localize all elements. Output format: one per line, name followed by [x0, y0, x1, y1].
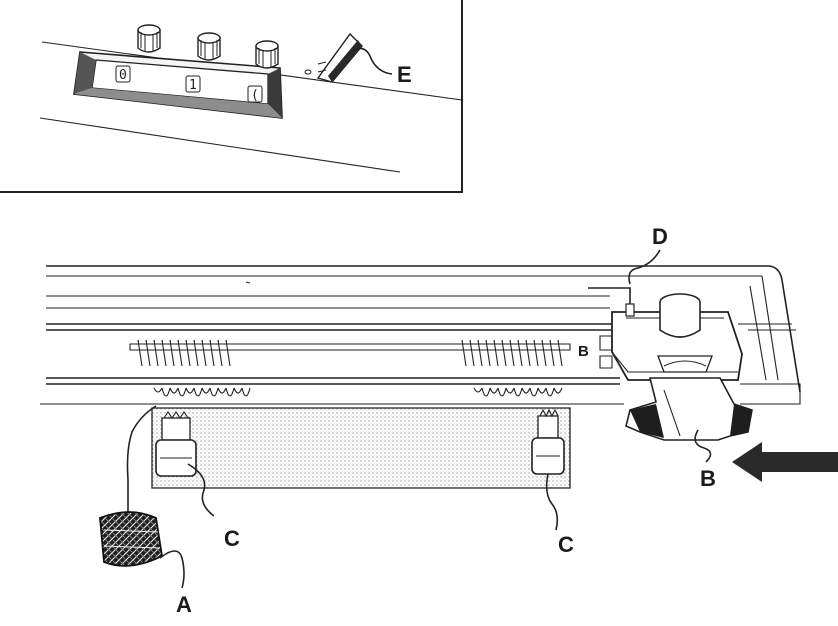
- leader-line-d: [628, 249, 661, 285]
- dial-center-box: [185, 75, 201, 93]
- leader-line-b: [694, 429, 712, 463]
- dial-center-digit: 1: [189, 78, 197, 93]
- label-b-needle-bed: B: [578, 343, 589, 360]
- label-e: E: [397, 62, 412, 87]
- carriage: [588, 287, 753, 441]
- knitted-fabric: [151, 407, 571, 489]
- dial-left-digit: 0: [119, 68, 127, 83]
- tension-pin: [588, 287, 631, 306]
- needles-right-group: [461, 339, 563, 397]
- carriage-window: [657, 355, 713, 373]
- bed-right-edge: [749, 285, 767, 381]
- claw-weight-right: [531, 408, 565, 475]
- yarn-ball-icon: [99, 511, 163, 567]
- label-d: D: [652, 224, 668, 249]
- needle-channel: [129, 343, 571, 351]
- leader-line-a: [159, 550, 185, 589]
- control-panel-inset: 0 1 ( E: [0, 0, 463, 193]
- bed-top-edge: [46, 265, 801, 393]
- dial-right-box: [247, 85, 263, 103]
- bed-right-edge: [761, 275, 779, 381]
- lever-e-icon: [304, 32, 363, 83]
- yarn-strand: [126, 405, 157, 520]
- bed-mark: [245, 281, 251, 284]
- label-c-left: C: [224, 526, 240, 551]
- label-c-right: C: [558, 532, 574, 557]
- knob-left-icon: [137, 24, 161, 53]
- needle-bed: [40, 265, 801, 405]
- direction-arrow-icon: [732, 442, 838, 482]
- leader-line-c-left: [187, 463, 215, 517]
- inset-frame: [0, 0, 463, 193]
- dial-right-digit: (: [251, 88, 259, 103]
- needles-left-group: [137, 339, 251, 397]
- dial-left-box: [115, 65, 131, 83]
- knob-right-icon: [255, 40, 279, 69]
- leader-line-c-right: [545, 473, 559, 531]
- dial-housing: [73, 51, 283, 119]
- label-a: A: [176, 592, 192, 617]
- claw-weight-left: [155, 411, 197, 477]
- bed-bottom-edge: [740, 383, 801, 405]
- knob-center-icon: [197, 32, 221, 61]
- inset-body-line: [39, 117, 401, 173]
- leader-line-e: [343, 47, 393, 75]
- label-b: B: [700, 466, 716, 491]
